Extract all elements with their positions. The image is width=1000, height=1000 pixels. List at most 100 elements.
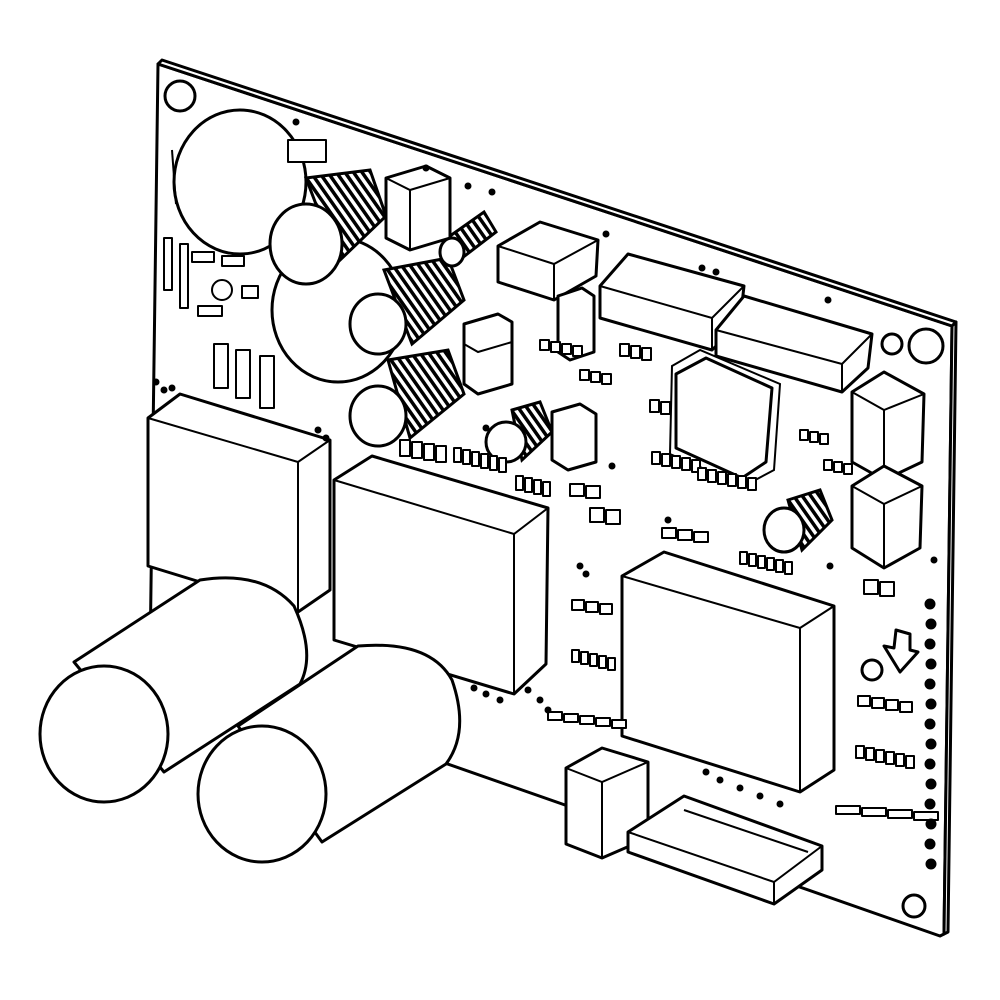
mounting-hole-icon: [907, 327, 945, 365]
smd-component: [590, 371, 601, 383]
via-dot: [712, 268, 720, 276]
connector-header: [626, 794, 824, 906]
main-ic-chip: [620, 550, 836, 794]
via-dot: [776, 800, 784, 808]
edge-pin: [925, 778, 937, 790]
down-arrow-icon: [882, 628, 920, 674]
edge-pin: [925, 858, 937, 870]
relay-blocks: [384, 164, 926, 570]
smd-component: [571, 599, 585, 611]
relay: [496, 220, 600, 302]
smd-component: [671, 455, 681, 469]
capacitor: [348, 256, 466, 356]
via-dot: [168, 384, 176, 392]
mounting-hole-icon: [163, 79, 197, 113]
mounting-hole-icon: [880, 332, 904, 356]
smd-component: [885, 699, 899, 711]
edge-pin: [924, 718, 936, 730]
smd-component: [677, 529, 693, 541]
edge-pin: [924, 638, 936, 650]
smd-component: [598, 655, 607, 669]
smd-component: [561, 343, 572, 355]
smd-component: [542, 481, 551, 497]
smd-component: [453, 447, 462, 463]
small-box: [462, 286, 598, 472]
smd-component: [661, 527, 677, 539]
via-dot: [698, 264, 706, 272]
smd-component: [569, 483, 585, 497]
smd-component: [843, 463, 853, 475]
hatched-capacitors: [268, 168, 834, 554]
smd-component: [585, 601, 599, 613]
mounting-hole-icon: [860, 658, 884, 682]
smd-component: [748, 553, 757, 567]
mounting-holes: [163, 79, 945, 919]
smd-component: [607, 657, 616, 671]
edge-pin: [924, 678, 936, 690]
smd-component: [571, 649, 580, 663]
edge-pin: [925, 818, 937, 830]
edge-pin: [925, 658, 937, 670]
smd-component: [550, 341, 561, 353]
smd-component: [757, 555, 766, 569]
smd-component: [423, 443, 435, 461]
smd-component: [651, 451, 661, 465]
via-dot: [736, 784, 744, 792]
smd-component: [601, 373, 612, 385]
via-dot: [160, 386, 168, 394]
smd-component: [462, 449, 471, 465]
smd-component: [863, 579, 879, 595]
transformer-left: [146, 392, 332, 614]
via-dot: [582, 570, 590, 578]
smd-component: [905, 755, 915, 769]
smd-component: [895, 753, 905, 767]
smd-component: [539, 339, 550, 351]
via-dot: [536, 696, 544, 704]
via-dot: [576, 562, 584, 570]
smd-component: [727, 473, 737, 487]
qfp-chip: [668, 348, 782, 488]
via-dot: [152, 378, 160, 386]
capacitor: [268, 168, 388, 286]
transformer-blocks: [146, 392, 550, 696]
via-dot: [314, 426, 322, 434]
via-dot: [496, 696, 504, 704]
smd-component: [533, 479, 542, 495]
smd-component: [823, 459, 833, 471]
smd-component: [697, 467, 707, 481]
smd-component: [660, 401, 671, 415]
smd-component: [515, 475, 524, 491]
smd-component: [693, 531, 709, 543]
via-dot: [716, 776, 724, 784]
smd-component: [775, 559, 784, 573]
large-capacitors: [38, 576, 462, 864]
smd-component: [819, 433, 829, 445]
smd-component: [784, 561, 793, 575]
edge-pin: [925, 698, 937, 710]
via-dot: [826, 562, 834, 570]
connector-block-right: [850, 370, 926, 570]
smd-component: [489, 455, 498, 471]
smd-component: [887, 809, 913, 819]
smd-component: [857, 695, 871, 707]
via-dot: [322, 434, 330, 442]
smd-component: [589, 507, 605, 523]
large-capacitor-right: [196, 643, 462, 864]
smd-component: [809, 431, 819, 443]
smd-component: [739, 551, 748, 565]
edge-pin: [924, 758, 936, 770]
bottom-connectors: [564, 746, 824, 906]
smd-component: [580, 651, 589, 665]
via-dot: [470, 684, 478, 692]
mounting-hole-icon: [901, 893, 927, 919]
smd-component: [589, 653, 598, 667]
via-dot: [756, 792, 764, 800]
smd-component: [799, 429, 809, 441]
smd-component: [661, 453, 671, 467]
capacitor: [762, 488, 834, 554]
smd-component: [585, 485, 601, 499]
smd-component: [649, 399, 660, 413]
smd-component: [579, 715, 595, 725]
